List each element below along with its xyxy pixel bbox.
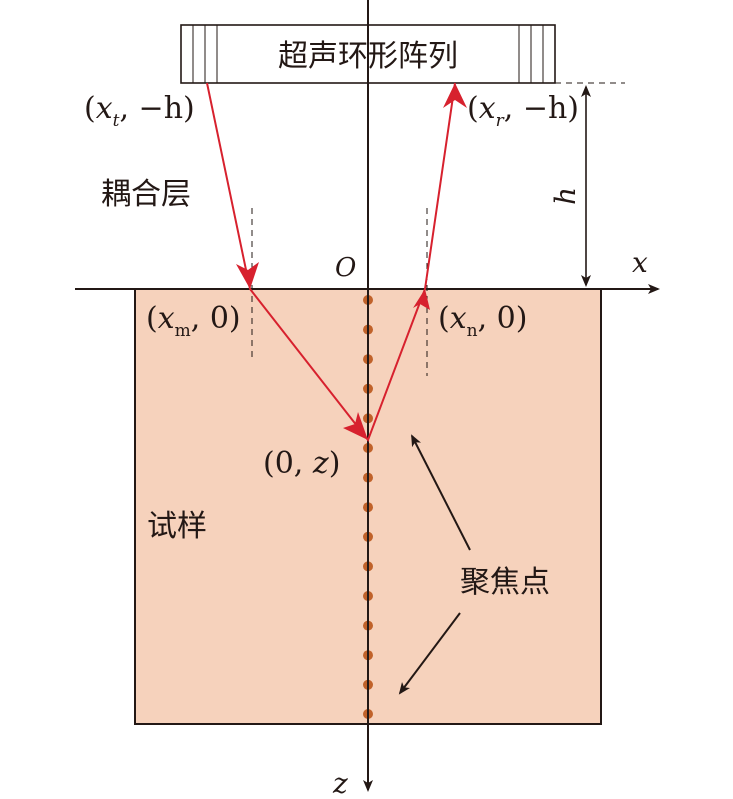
z-axis-label: z: [332, 767, 348, 799]
ray-arrowhead-incident: [236, 262, 259, 289]
exit-point-label: (xn, 0): [438, 301, 527, 341]
height-label: h: [549, 187, 582, 205]
origin-label: O: [335, 253, 356, 283]
focal-pointer-arrow-up: [411, 434, 471, 551]
entry-point-label: (xm, 0): [146, 301, 241, 341]
focal-points-label: 聚焦点: [460, 565, 550, 600]
sample-label: 试样: [147, 509, 207, 544]
receive-point-label: (xr, −h): [467, 91, 579, 131]
transmit-point-label: (xt, −h): [84, 91, 195, 131]
ray-arrowhead-return: [413, 289, 430, 310]
coupling-layer-label: 耦合层: [101, 177, 191, 212]
x-axis-label: x: [632, 246, 648, 279]
ray-arrowhead-refracted: [343, 412, 368, 440]
focus-point-label: (0, z): [263, 446, 340, 481]
ray-arrowhead-received: [443, 83, 467, 108]
focal-pointer-arrow-down: [398, 612, 461, 695]
